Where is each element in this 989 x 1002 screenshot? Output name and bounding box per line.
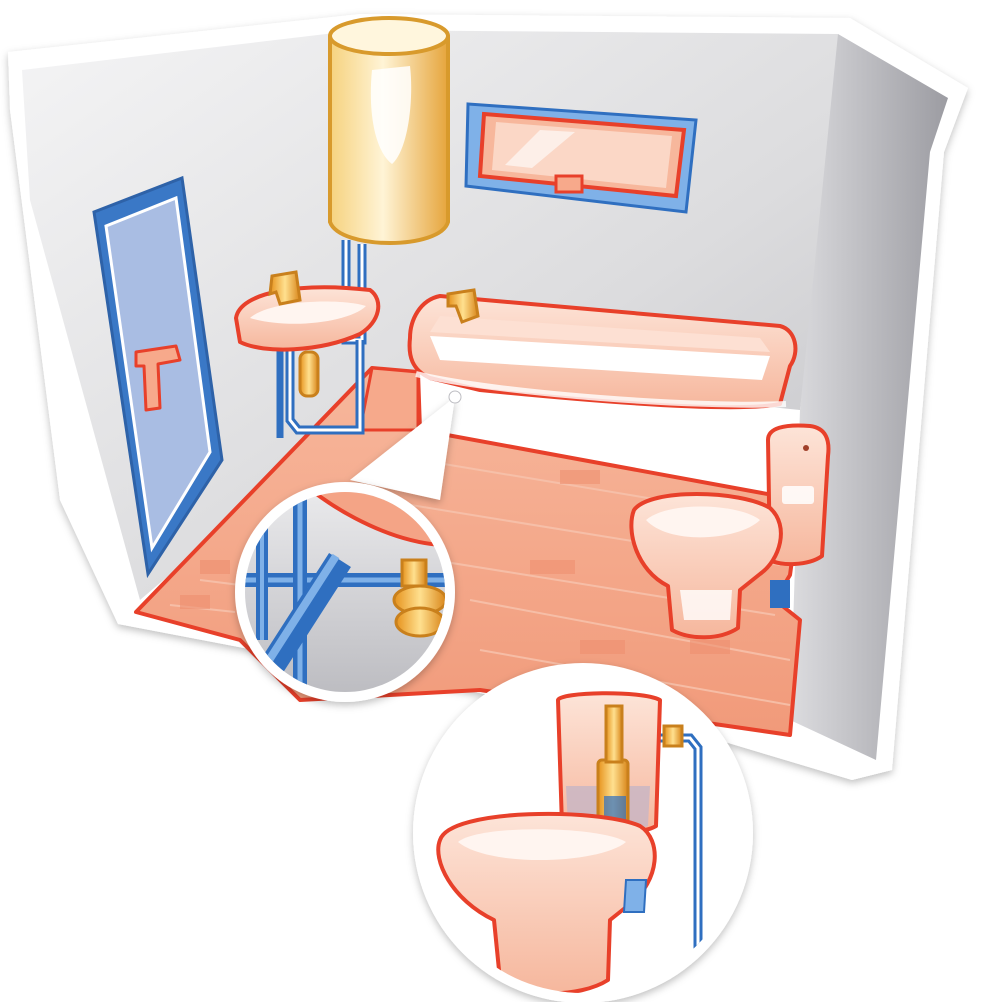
- siphon-icon: [300, 352, 318, 396]
